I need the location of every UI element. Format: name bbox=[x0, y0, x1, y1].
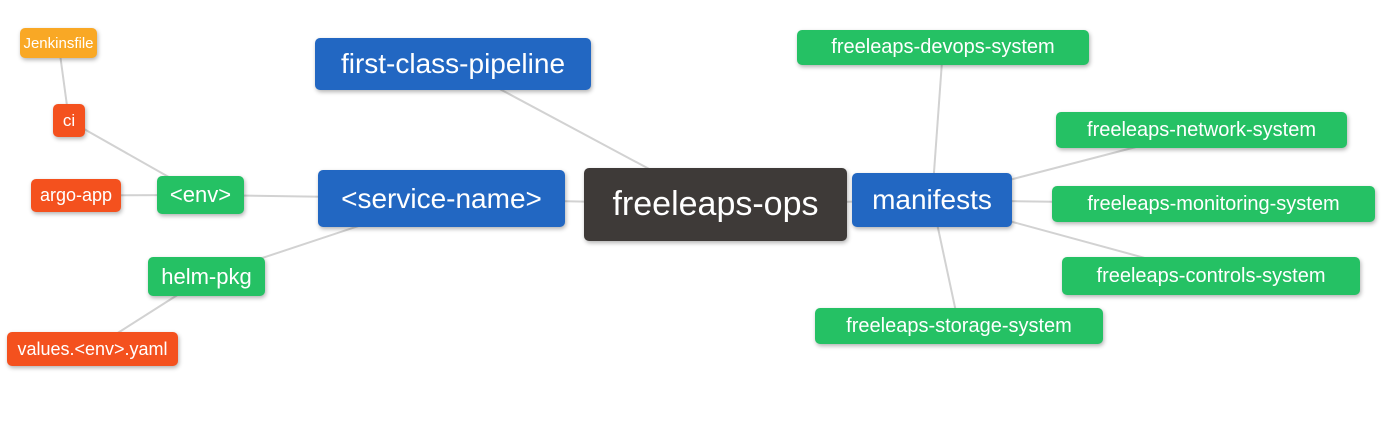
node-label: Jenkinsfile bbox=[23, 34, 94, 52]
node-freeleaps-devops-system[interactable]: freeleaps-devops-system bbox=[797, 30, 1089, 65]
node-values-env-yaml[interactable]: values.<env>.yaml bbox=[7, 332, 178, 366]
node-label: manifests bbox=[872, 184, 992, 215]
node-label: values.<env>.yaml bbox=[17, 338, 168, 359]
node-label: freeleaps-ops bbox=[612, 185, 819, 223]
node-freeleaps-storage-system[interactable]: freeleaps-storage-system bbox=[815, 308, 1103, 344]
node-jenkinsfile[interactable]: Jenkinsfile bbox=[20, 28, 97, 58]
node-label: freeleaps-monitoring-system bbox=[1087, 192, 1340, 215]
node-freeleaps-monitoring-system[interactable]: freeleaps-monitoring-system bbox=[1052, 186, 1375, 222]
node-label: freeleaps-controls-system bbox=[1096, 264, 1326, 287]
node-env[interactable]: <env> bbox=[157, 176, 244, 214]
node-label: <service-name> bbox=[341, 182, 542, 214]
node-label: first-class-pipeline bbox=[340, 48, 566, 79]
node-argo-app[interactable]: argo-app bbox=[31, 179, 121, 212]
node-freeleaps-ops[interactable]: freeleaps-ops bbox=[584, 168, 847, 241]
node-label: helm-pkg bbox=[161, 263, 252, 289]
node-manifests[interactable]: manifests bbox=[852, 173, 1012, 227]
node-label: <env> bbox=[169, 182, 232, 207]
node-helm-pkg[interactable]: helm-pkg bbox=[148, 257, 265, 296]
node-freeleaps-network-system[interactable]: freeleaps-network-system bbox=[1056, 112, 1347, 148]
node-service-name[interactable]: <service-name> bbox=[318, 170, 565, 227]
node-label: freeleaps-storage-system bbox=[846, 314, 1072, 337]
node-label: freeleaps-network-system bbox=[1087, 118, 1316, 141]
node-freeleaps-controls-system[interactable]: freeleaps-controls-system bbox=[1062, 257, 1360, 295]
node-label: argo-app bbox=[39, 185, 113, 205]
node-first-class-pipeline[interactable]: first-class-pipeline bbox=[315, 38, 591, 90]
node-ci[interactable]: ci bbox=[53, 104, 85, 137]
node-label: freeleaps-devops-system bbox=[831, 36, 1055, 58]
node-label: ci bbox=[62, 110, 76, 130]
